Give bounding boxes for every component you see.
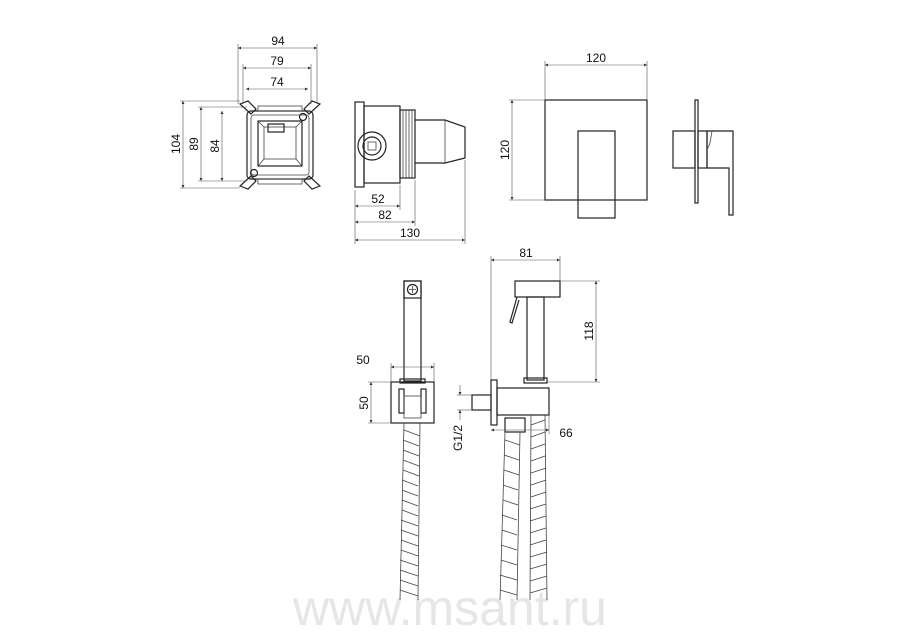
dim-130: 130 [400,226,420,240]
mixer-side-view [672,99,734,216]
dim-79: 79 [270,54,284,68]
dim-94: 94 [271,34,285,48]
dim-120-height: 120 [498,140,512,160]
dim-84: 84 [208,139,222,153]
mounting-box-side-view: 52 82 130 [354,101,466,244]
hygienic-shower-front-view: 50 50 [356,280,435,601]
dim-50-height: 50 [357,396,371,410]
dim-74: 74 [270,75,284,89]
cover-plate-front-view: 120 120 [498,51,648,219]
dim-52: 52 [371,192,385,206]
dim-50-width: 50 [356,353,370,367]
dim-81: 81 [519,246,533,260]
dim-82: 82 [378,208,392,222]
dim-89: 89 [187,137,201,151]
mounting-box-front-view: 94 79 74 104 89 84 [169,34,322,190]
dim-66: 66 [559,426,573,440]
dim-118: 118 [582,321,596,340]
hygienic-shower-side-view: 81 118 66 G1/2 [451,246,600,601]
dim-g12-thread: G1/2 [451,425,465,451]
dim-104: 104 [169,134,183,154]
dim-120-width: 120 [586,51,606,65]
screw-icon [298,112,308,122]
screw-icon [249,168,259,178]
watermark: www.msant.ru [292,580,607,635]
